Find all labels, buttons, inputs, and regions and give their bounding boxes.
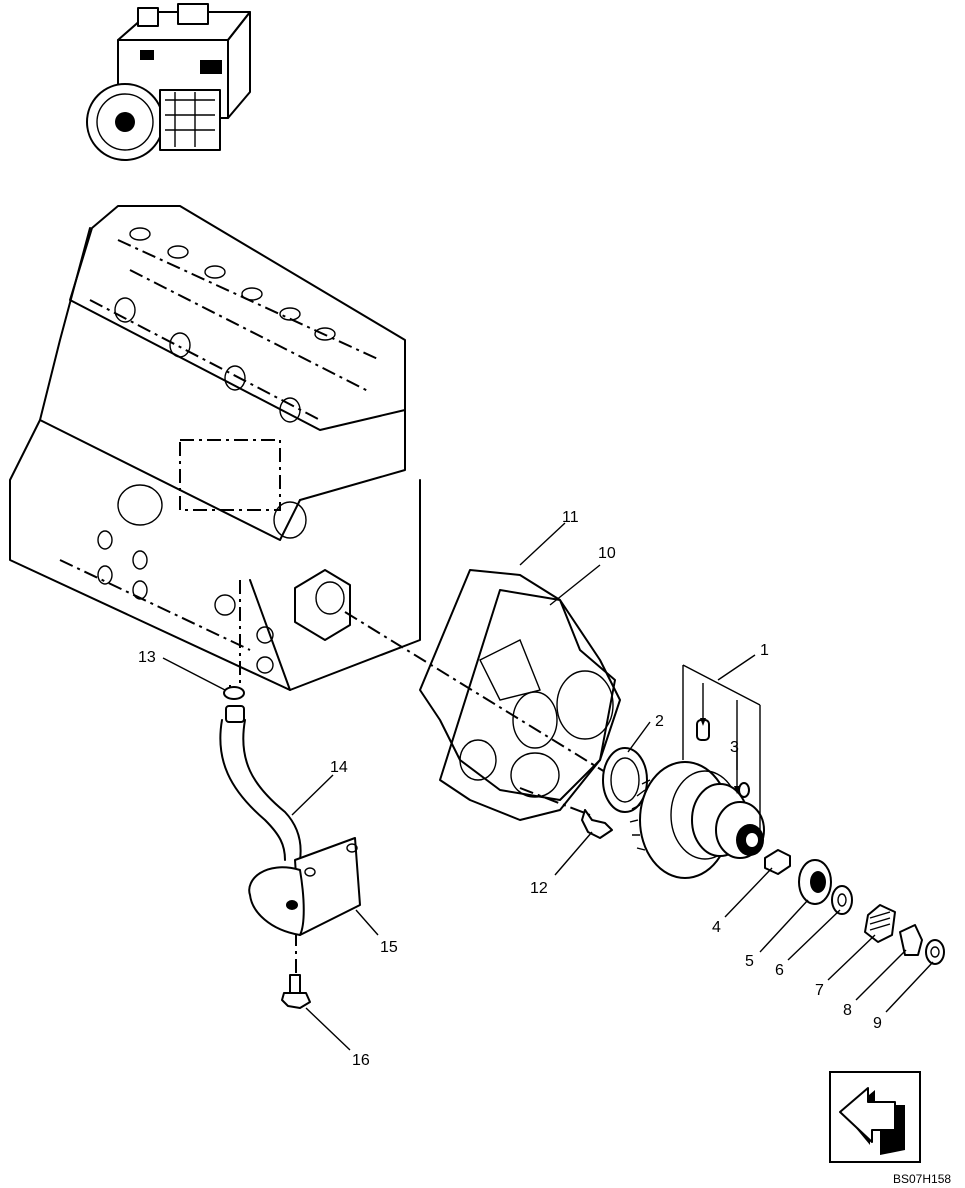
callout-11: 11 [562,509,579,526]
callout-7: 7 [815,982,824,999]
callout-16: 16 [352,1052,370,1069]
callout-labels: 1 2 3 4 5 6 7 8 9 10 11 12 13 14 15 16 [138,509,882,1069]
callout-12: 12 [530,880,548,897]
engine-block [9,205,421,691]
engine-thumbnail-icon [86,3,251,161]
callout-4: 4 [712,919,721,936]
callout-5: 5 [745,953,754,970]
alignment-line [344,611,611,776]
callout-10: 10 [598,545,616,562]
callout-8: 8 [843,1002,852,1019]
callout-13: 13 [138,649,156,666]
gasket [419,569,621,801]
leader-lines [162,522,934,1051]
small-parts [764,849,945,965]
strainer-pipe [219,686,302,861]
callout-14: 14 [330,759,348,776]
callout-2: 2 [655,713,664,730]
seal-ring [602,747,648,813]
bolt [581,809,613,839]
gear-case-plate [439,589,616,821]
alignment-line [519,787,591,816]
bolt [281,974,311,1009]
callout-1: 1 [760,642,769,659]
callout-3: 3 [730,739,739,756]
callout-15: 15 [380,939,398,956]
callout-1-bracket [682,664,761,830]
figure-reference-code: BS07H158 [893,1172,951,1186]
oil-pump-assembly [629,719,765,879]
oil-strainer [248,837,361,936]
callout-9: 9 [873,1015,882,1032]
next-page-arrow-icon[interactable] [829,1071,921,1163]
callout-6: 6 [775,962,784,979]
